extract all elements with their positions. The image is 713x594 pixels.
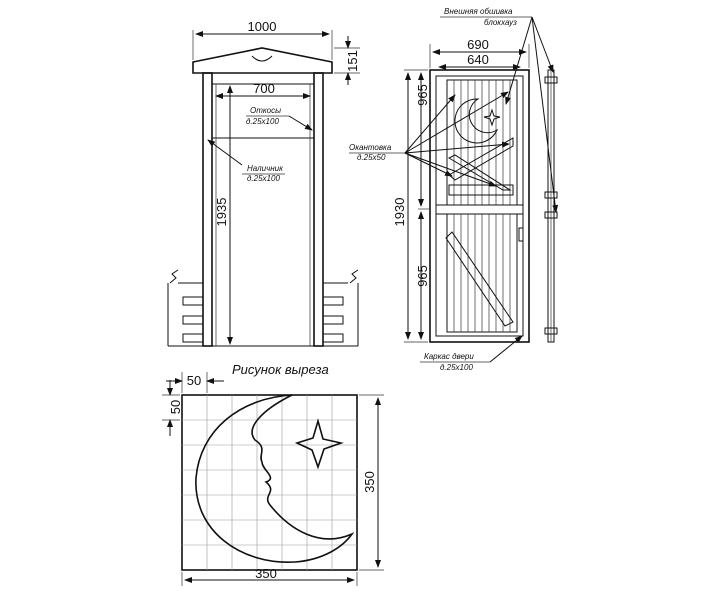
star-shape [294, 418, 344, 470]
frame-size: д.25х100 [440, 363, 473, 372]
door-moon [454, 98, 499, 144]
slopes-size: д.25х100 [246, 117, 279, 126]
left-post [202, 72, 213, 347]
dim-1930-label: 1930 [392, 198, 407, 227]
trim-note: Наличник [247, 164, 284, 173]
door-view: 690 640 1930 965 965 Внешняя обшивка бло… [349, 7, 559, 372]
frame-note: Каркас двери [424, 352, 474, 361]
dim-690-label: 690 [467, 37, 489, 52]
cutout-title: Рисунок выреза [232, 362, 329, 377]
cladding-note: Внешняя обшивка [444, 7, 513, 16]
cladding-note-2: блокхауз [484, 18, 517, 27]
door-opening [211, 83, 315, 347]
dim-1000-label: 1000 [248, 19, 277, 34]
dim-965-bottom-label: 965 [415, 265, 430, 287]
right-post [313, 72, 324, 347]
dim-50-v-label: 50 [168, 400, 183, 414]
roof-outline [192, 47, 333, 74]
cutout-grid [182, 395, 357, 570]
door-star [483, 108, 501, 127]
door-handle [518, 227, 524, 242]
dim-965-top-label: 965 [415, 84, 430, 106]
dim-151-label: 151 [345, 50, 360, 72]
dim-350-h-label: 350 [255, 566, 277, 581]
moon-shape [195, 394, 355, 563]
dim-640-label: 640 [467, 52, 489, 67]
trim-size: д.25х100 [247, 174, 280, 183]
dim-700-label: 700 [253, 81, 275, 96]
edging-size: д.25х50 [357, 153, 386, 162]
cutout-pattern: Рисунок выреза 50 [162, 362, 384, 586]
cutout-grid-frame [181, 394, 358, 571]
dim-350-v-label: 350 [362, 471, 377, 493]
roof-notch [251, 55, 273, 62]
door-outer-frame [429, 69, 530, 343]
dim-50-h-label: 50 [187, 373, 201, 388]
front-view: 1000 151 700 1935 Откосы д.25х100 Наличн… [167, 19, 360, 347]
edging-note: Окантовка [349, 143, 392, 152]
slopes-note: Откосы [250, 106, 281, 115]
dim-1935-label: 1935 [214, 198, 229, 227]
